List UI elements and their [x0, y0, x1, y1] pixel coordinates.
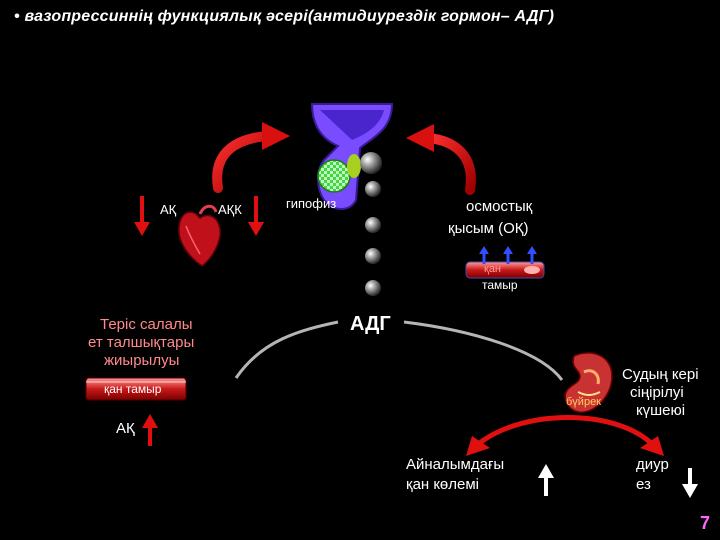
- pituitary-icon: [310, 103, 394, 210]
- osmos-label-line1: осмостық: [466, 198, 533, 215]
- connector-to-vessel: [234, 320, 339, 379]
- blood-vessel-icon: [465, 246, 545, 279]
- teris-label-line2: ет талшықтары: [88, 334, 195, 351]
- osmos-label-line2: қысым (ОҚ): [448, 220, 529, 237]
- ainalym-label-line1: Айналымдағы: [406, 456, 505, 473]
- slide-title: • вазопрессиннің функциялық әсері(антиди…: [14, 8, 555, 25]
- connector-to-kidney: [403, 320, 564, 381]
- diur-label-line1: диур: [636, 456, 669, 473]
- hormone-droplets: [360, 152, 382, 296]
- ak-label: АҚ: [160, 202, 177, 217]
- heart-icon: [178, 204, 221, 267]
- vessel-small-label-qan: қан: [484, 263, 502, 275]
- gipofiz-label: гипофиз: [286, 196, 337, 211]
- kidney-label: бүйрек: [566, 396, 601, 408]
- curved-arrow-left: [212, 122, 290, 193]
- ainalym-label-line2: қан көлемі: [406, 476, 480, 493]
- sudyn-label-line2: сіңірілуі: [630, 384, 684, 401]
- kidney-output-arrows: [466, 415, 664, 456]
- page-number: 7: [699, 513, 710, 533]
- ak-up-arrow: [142, 414, 158, 446]
- ak-down-arrow: [134, 196, 150, 236]
- sudyn-label-line1: Судың кері: [622, 366, 699, 383]
- diuresis-down-arrow: [682, 468, 698, 498]
- volume-up-arrow: [538, 464, 554, 496]
- adg-label: АДГ: [350, 313, 391, 335]
- teris-label-line1: Теріс салалы: [100, 316, 193, 333]
- teris-label-line3: жиырылуы: [104, 352, 180, 369]
- diur-label-line2: ез: [636, 476, 651, 493]
- sudyn-label-line3: күшеюі: [636, 402, 686, 419]
- vessel-label: қан тамыр: [104, 382, 162, 396]
- ak-bottom-label: АҚ: [116, 420, 135, 437]
- curved-arrow-right: [406, 124, 476, 195]
- constricted-vessel-icon: [85, 377, 187, 401]
- kidney-icon: [564, 352, 613, 413]
- akk-label: АҚК: [218, 202, 242, 217]
- vessel-small-label-tamyr: тамыр: [482, 278, 518, 292]
- akk-down-arrow: [248, 196, 264, 236]
